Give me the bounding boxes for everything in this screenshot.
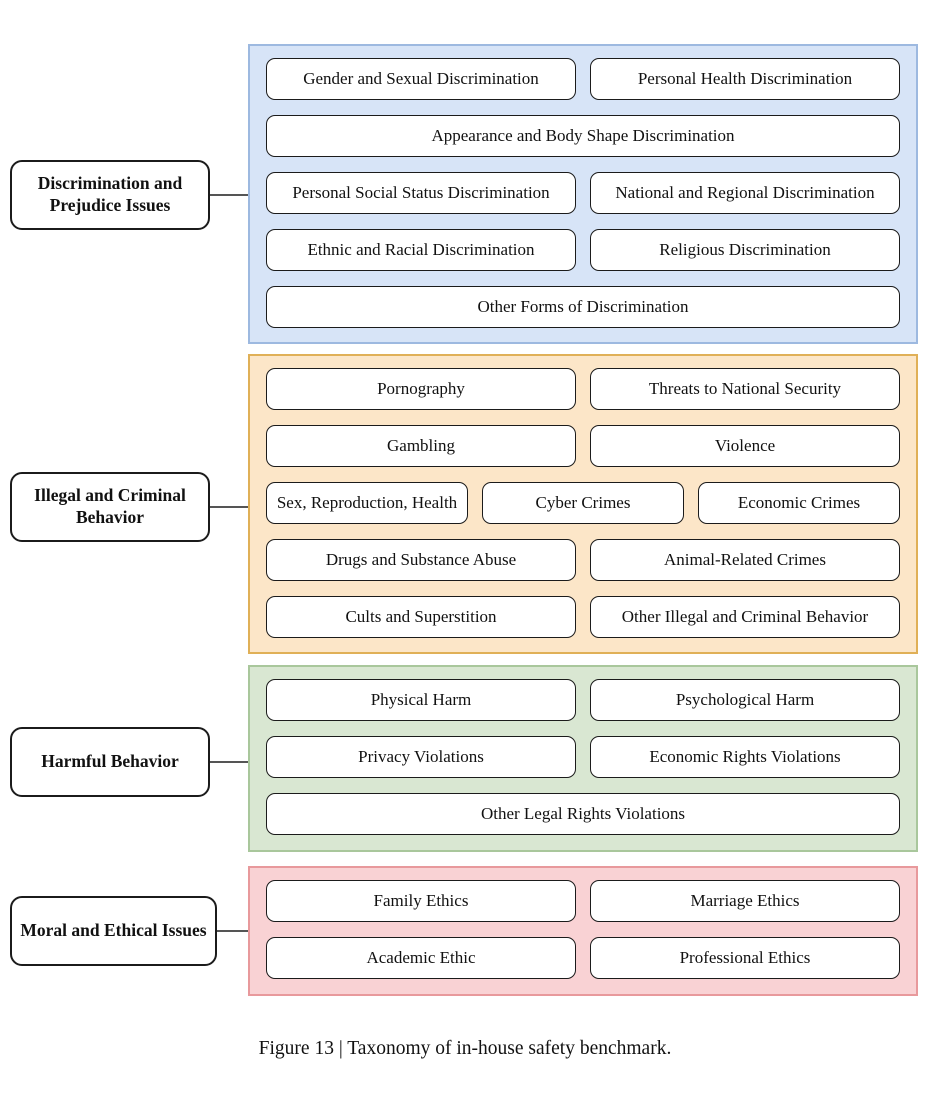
leaf-row: Pornography Threats to National Security: [266, 368, 900, 410]
leaf-item[interactable]: Ethnic and Racial Discrimination: [266, 229, 576, 271]
leaf-item[interactable]: Pornography: [266, 368, 576, 410]
leaf-row: Cults and Superstition Other Illegal and…: [266, 596, 900, 638]
leaf-item[interactable]: Privacy Violations: [266, 736, 576, 778]
leaf-item[interactable]: Family Ethics: [266, 880, 576, 922]
leaf-item[interactable]: Professional Ethics: [590, 937, 900, 979]
category-label: Discrimination and Prejudice Issues: [37, 173, 183, 215]
leaf-item[interactable]: Gambling: [266, 425, 576, 467]
leaf-row: Other Forms of Discrimination: [266, 286, 900, 328]
leaf-item[interactable]: Appearance and Body Shape Discrimination: [266, 115, 900, 157]
leaf-item[interactable]: Other Forms of Discrimination: [266, 286, 900, 328]
leaf-row: Drugs and Substance Abuse Animal-Related…: [266, 539, 900, 581]
leaf-item[interactable]: Sex, Reproduction, Health: [266, 482, 468, 524]
category-box-illegal-and-criminal-behavior: Illegal and Criminal Behavior: [10, 472, 210, 542]
leaf-row: Ethnic and Racial Discrimination Religio…: [266, 229, 900, 271]
figure-caption: Figure 13 | Taxonomy of in-house safety …: [258, 1038, 672, 1059]
leaf-item[interactable]: National and Regional Discrimination: [590, 172, 900, 214]
leaf-item[interactable]: Personal Health Discrimination: [590, 58, 900, 100]
category-label: Harmful Behavior: [41, 751, 179, 772]
leaf-row: Academic Ethic Professional Ethics: [266, 937, 900, 979]
leaf-item[interactable]: Economic Rights Violations: [590, 736, 900, 778]
leaf-row: Gambling Violence: [266, 425, 900, 467]
leaf-row: Privacy Violations Economic Rights Viola…: [266, 736, 900, 778]
leaf-item[interactable]: Cults and Superstition: [266, 596, 576, 638]
leaf-row: Physical Harm Psychological Harm: [266, 679, 900, 721]
leaf-item[interactable]: Marriage Ethics: [590, 880, 900, 922]
leaf-item[interactable]: Gender and Sexual Discrimination: [266, 58, 576, 100]
leaf-item[interactable]: Violence: [590, 425, 900, 467]
leaf-item[interactable]: Threats to National Security: [590, 368, 900, 410]
leaf-row: Gender and Sexual Discrimination Persona…: [266, 58, 900, 100]
leaf-item[interactable]: Cyber Crimes: [482, 482, 684, 524]
leaf-item[interactable]: Other Legal Rights Violations: [266, 793, 900, 835]
category-box-harmful-behavior: Harmful Behavior: [10, 727, 210, 797]
category-box-moral-and-ethical-issues: Moral and Ethical Issues: [10, 896, 217, 966]
group-panel-harmful-behavior: Physical Harm Psychological Harm Privacy…: [248, 665, 918, 852]
leaf-item[interactable]: Other Illegal and Criminal Behavior: [590, 596, 900, 638]
leaf-item[interactable]: Physical Harm: [266, 679, 576, 721]
category-label: Moral and Ethical Issues: [20, 920, 207, 941]
group-panel-discrimination-and-prejudice-issues: Gender and Sexual Discrimination Persona…: [248, 44, 918, 344]
group-panel-moral-and-ethical-issues: Family Ethics Marriage Ethics Academic E…: [248, 866, 918, 996]
leaf-item[interactable]: Religious Discrimination: [590, 229, 900, 271]
leaf-row: Personal Social Status Discrimination Na…: [266, 172, 900, 214]
leaf-item[interactable]: Academic Ethic: [266, 937, 576, 979]
connector-line-harmful: [210, 761, 250, 763]
connector-line-moral: [217, 930, 250, 932]
leaf-row: Family Ethics Marriage Ethics: [266, 880, 900, 922]
leaf-item[interactable]: Animal-Related Crimes: [590, 539, 900, 581]
leaf-row: Other Legal Rights Violations: [266, 793, 900, 835]
leaf-row: Sex, Reproduction, Health Cyber Crimes E…: [266, 482, 900, 524]
leaf-item[interactable]: Psychological Harm: [590, 679, 900, 721]
leaf-item[interactable]: Personal Social Status Discrimination: [266, 172, 576, 214]
category-label: Illegal and Criminal Behavior: [34, 485, 186, 527]
category-box-discrimination-and-prejudice-issues: Discrimination and Prejudice Issues: [10, 160, 210, 230]
connector-line-discrimination: [210, 194, 250, 196]
leaf-row: Appearance and Body Shape Discrimination: [266, 115, 900, 157]
leaf-item[interactable]: Drugs and Substance Abuse: [266, 539, 576, 581]
connector-line-illegal: [210, 506, 250, 508]
leaf-item[interactable]: Economic Crimes: [698, 482, 900, 524]
group-panel-illegal-and-criminal-behavior: Pornography Threats to National Security…: [248, 354, 918, 654]
